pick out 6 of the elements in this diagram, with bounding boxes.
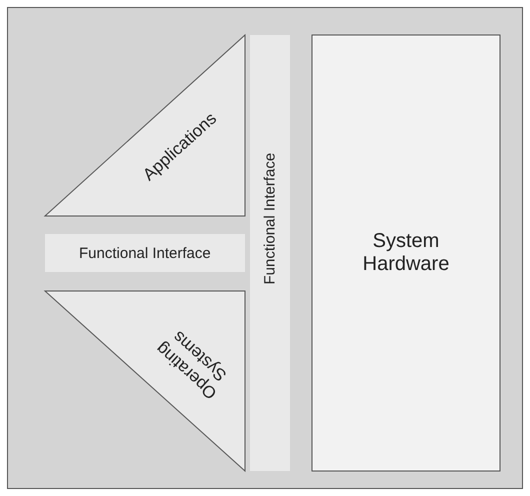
triangle-shape xyxy=(45,35,245,216)
node-label: Functional Interface xyxy=(261,152,278,284)
triangle-shape xyxy=(45,291,245,471)
node-label: System Hardware xyxy=(362,230,450,276)
node-label: Functional Interface xyxy=(79,244,211,262)
hardware-box xyxy=(312,35,500,471)
